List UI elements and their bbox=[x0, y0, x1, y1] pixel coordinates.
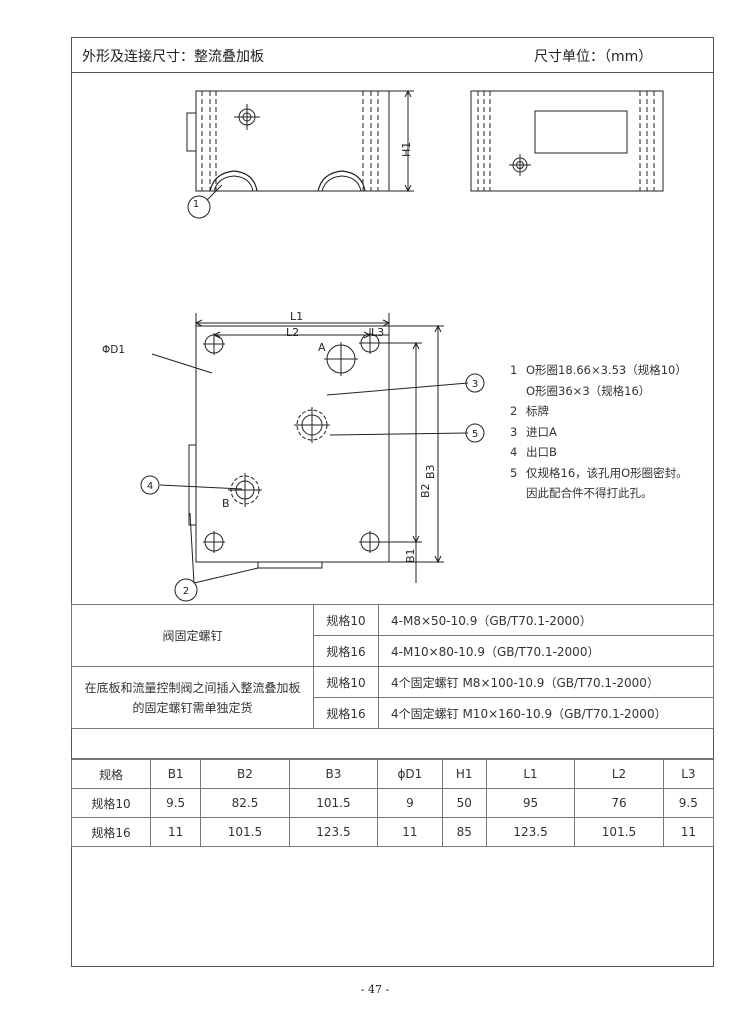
callout-5: 5 bbox=[472, 429, 478, 440]
dim-b2: B2 bbox=[419, 483, 432, 498]
table-row: 规格16 11 101.5 123.5 11 85 123.5 101.5 11 bbox=[71, 817, 715, 847]
table-row: 在底板和流量控制阀之间插入整流叠加板的固定螺钉需单独定货 规格10 4个固定螺钉… bbox=[71, 666, 714, 729]
technical-drawing: H1 1 L1 L2 L3 ΦD1 B2 B3 B1 A B 3 5 4 2 bbox=[102, 89, 664, 602]
callout-1: 1 bbox=[193, 199, 199, 210]
unit-label: 尺寸单位：（mm） bbox=[534, 49, 653, 65]
table-row: 规格16 4-M10×80-10.9（GB/T70.1-2000） bbox=[72, 635, 714, 667]
page-frame: 外形及连接尺寸：整流叠加板 尺寸单位：（mm） bbox=[71, 37, 715, 967]
bolt-table: 阀固定螺钉 规格10 4-M8×50-10.9（GB/T70.1-2000） 规… bbox=[71, 604, 714, 729]
dim-d1: ΦD1 bbox=[102, 344, 125, 356]
table-header-row: 规格 B1 B2 B3 ϕD1 H1 L1 L2 L3 bbox=[71, 759, 715, 789]
table-row: 阀固定螺钉 规格10 4-M8×50-10.9（GB/T70.1-2000） bbox=[71, 604, 714, 667]
table-row: 规格10 9.5 82.5 101.5 9 50 95 76 9.5 bbox=[71, 788, 715, 818]
dim-l1: L1 bbox=[290, 310, 303, 323]
top-view bbox=[140, 313, 485, 602]
header-bar: 外形及连接尺寸：整流叠加板 尺寸单位：（mm） bbox=[72, 38, 713, 73]
dim-b3: B3 bbox=[424, 464, 437, 479]
front-view bbox=[470, 90, 664, 192]
dim-l2: L2 bbox=[286, 326, 299, 339]
side-view bbox=[186, 89, 414, 219]
legend-item: 因此配合件不得打此孔。 bbox=[526, 486, 653, 500]
legend-item: O形圈36×3（规格16） bbox=[526, 383, 651, 398]
callout-3: 3 bbox=[472, 379, 478, 390]
dimension-table: 规格 B1 B2 B3 ϕD1 H1 L1 L2 L3 规格10 9.5 82.… bbox=[71, 759, 715, 847]
dim-b1: B1 bbox=[404, 548, 417, 563]
port-b-letter: B bbox=[222, 497, 230, 510]
callout-2: 2 bbox=[183, 586, 189, 597]
spacer-row bbox=[72, 726, 713, 759]
table-row: 规格16 4个固定螺钉 M10×160-10.9（GB/T70.1-2000） bbox=[72, 697, 714, 729]
dim-l3: L3 bbox=[371, 326, 384, 339]
port-a-letter: A bbox=[318, 341, 326, 354]
bolt-group-label: 阀固定螺钉 bbox=[71, 604, 314, 667]
bolt-group-label: 在底板和流量控制阀之间插入整流叠加板的固定螺钉需单独定货 bbox=[71, 666, 314, 729]
page-title: 外形及连接尺寸：整流叠加板 bbox=[82, 49, 264, 65]
page-number: - 47 - bbox=[360, 983, 390, 996]
dim-h1: H1 bbox=[400, 142, 413, 157]
callout-4: 4 bbox=[147, 481, 153, 492]
